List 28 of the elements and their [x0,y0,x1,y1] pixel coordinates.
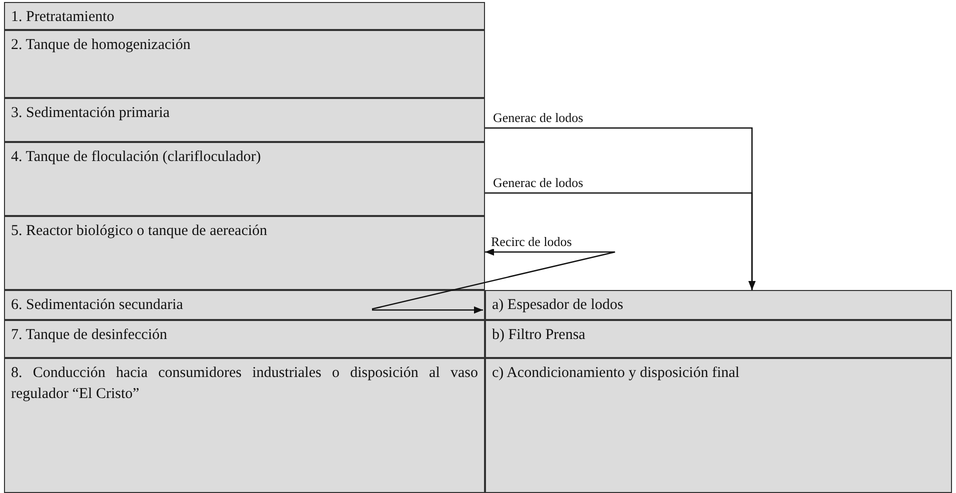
arrow [485,192,756,290]
edge-label: Generac de lodos [492,110,584,125]
step-label: 3. Sedimentación primaria [11,104,171,123]
edge-label: Recirc de lodos [490,234,573,249]
process-box [4,142,485,216]
process-box [4,320,485,358]
process-box [4,290,485,320]
step-label: c) Acondicionamiento y disposición final [492,364,740,383]
step-label: 4. Tanque de floculación (clarifloculador) [11,148,262,167]
step-label: 8. Conducción hacia consumidores industriales o disposición al vaso regulador “El Cristo” [11,364,478,404]
edge-label: Generac de lodos [492,175,584,190]
process-box [4,2,485,30]
process-box [485,290,952,320]
process-box [485,320,952,358]
process-box [485,358,952,493]
step-label: b) Filtro Prensa [492,326,586,345]
step-label: 2. Tanque de homogenización [11,36,192,55]
arrow [372,248,616,310]
step-label: 7. Tanque de desinfección [11,326,168,345]
step-label: 6. Sedimentación secundaria [11,296,184,315]
step-label: a) Espesador de lodos [492,296,624,315]
process-box [4,30,485,98]
step-label: 5. Reactor biológico o tanque de aereación [11,222,268,241]
step-label: 1. Pretratamiento [11,8,116,27]
process-box [4,358,485,493]
process-box [4,98,485,142]
process-box [4,216,485,290]
arrow [372,306,483,314]
